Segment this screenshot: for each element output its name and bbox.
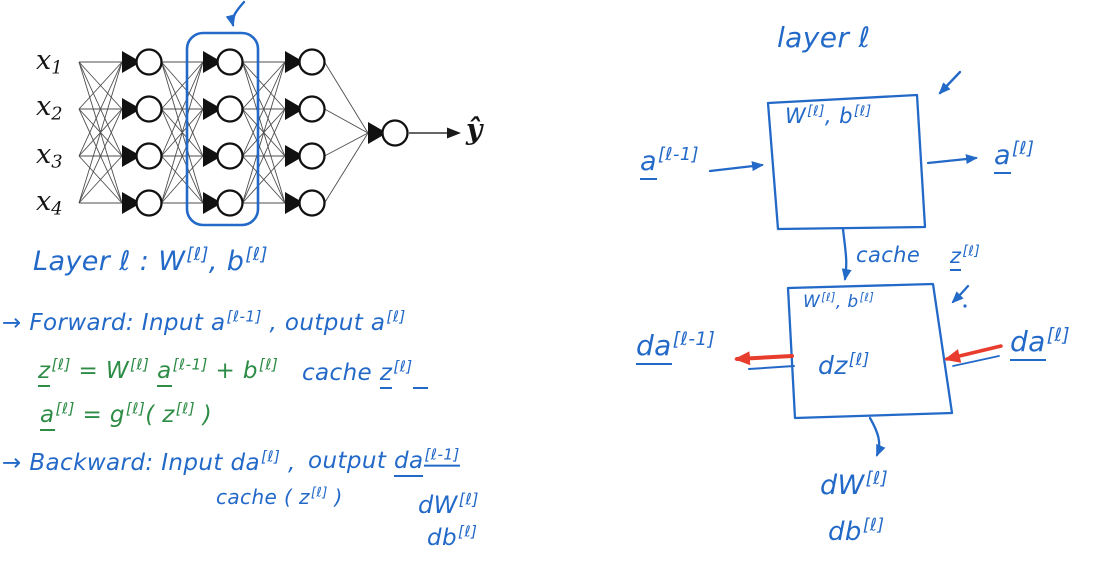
backward-input-arrow-blue [952,355,1000,367]
neuron-node [216,95,244,123]
backward-output-arrow-red [734,351,794,366]
backward-box-label: W[ℓ], b[ℓ] [803,290,875,312]
neuron-node [216,48,244,76]
network-graph [78,48,409,217]
neuron-activation-wedge [368,122,387,144]
neuron-node [135,95,163,123]
z-equation: z[ℓ] = W[ℓ] a[ℓ-1] + b[ℓ] [38,356,278,387]
dw-label: dW[ℓ] [820,468,889,501]
db-label: db[ℓ] [828,515,885,547]
a-out-label: a[ℓ] [994,138,1034,174]
backward-dw-note: dW[ℓ] [418,489,479,519]
neuron-node [216,142,244,170]
neuron-activation-wedge [285,51,304,73]
cache-connector-arrow [841,227,852,281]
forward-box [766,93,927,231]
backward-output-arrow-blue [748,365,795,370]
neuron-activation-wedge [285,145,304,167]
input-label-x2: x2 [36,91,63,125]
backward-output-note: output da[ℓ-1] [308,446,460,477]
neuron-node [135,189,163,217]
forward-output-arrow [926,154,978,165]
cache-note: cache z[ℓ] [302,358,429,389]
backward-box [786,282,954,420]
layer-highlight-box [185,31,260,227]
backward-cache-note: cache ( z[ℓ] ) [216,485,343,509]
input-label-x1: x1 [36,45,63,79]
neuron-node [298,48,326,76]
neuron-activation-wedge [285,98,304,120]
backward-incoming-mark [951,284,970,304]
forward-rule-line: → Forward: Input a[ℓ-1] , output a[ℓ] [2,307,406,336]
yhat-label: ŷ [466,113,483,146]
da-in-label: da[ℓ] [1010,325,1070,361]
layer-incoming-arrow [938,70,962,95]
cache-z-label: z[ℓ] [950,243,980,271]
grads-connector-arrow [868,416,886,457]
backward-rule-line: → Backward: Input da[ℓ] , [2,447,296,476]
layer-title: layer ℓ [777,21,871,54]
backward-incoming-dot [963,304,967,308]
neuron-activation-wedge [122,145,141,167]
layer-pointer-arrow [225,0,246,27]
neuron-node [135,142,163,170]
neuron-activation-wedge [122,98,141,120]
neuron-activation-wedge [203,98,222,120]
neuron-node [298,189,326,217]
neuron-activation-wedge [285,192,304,214]
neuron-activation-wedge [122,192,141,214]
neuron-node [135,48,163,76]
neuron-node [298,95,326,123]
neuron-activation-wedge [203,145,222,167]
cache-word-label: cache [856,243,921,267]
neuron-node [381,119,409,147]
backward-input-arrow-red [944,344,1003,363]
a-prev-label: a[ℓ-1] [640,144,699,180]
neuron-node [216,189,244,217]
forward-input-arrow [708,161,764,173]
yhat-arrow [409,127,461,139]
dz-label: dz[ℓ] [818,349,870,380]
da-prev-label: da[ℓ-1] [636,329,715,365]
neuron-node [298,142,326,170]
neuron-activation-wedge [122,51,141,73]
layer-params-line: Layer ℓ : W[ℓ], b[ℓ] [33,244,268,277]
forward-box-label: W[ℓ], b[ℓ] [785,103,872,128]
input-label-x3: x3 [36,139,63,173]
input-label-x4: x4 [36,186,63,220]
neuron-activation-wedge [203,192,222,214]
backward-db-note: db[ℓ] [427,522,478,551]
a-equation: a[ℓ] = g[ℓ]( z[ℓ] ) [40,400,212,431]
neuron-activation-wedge [203,51,222,73]
